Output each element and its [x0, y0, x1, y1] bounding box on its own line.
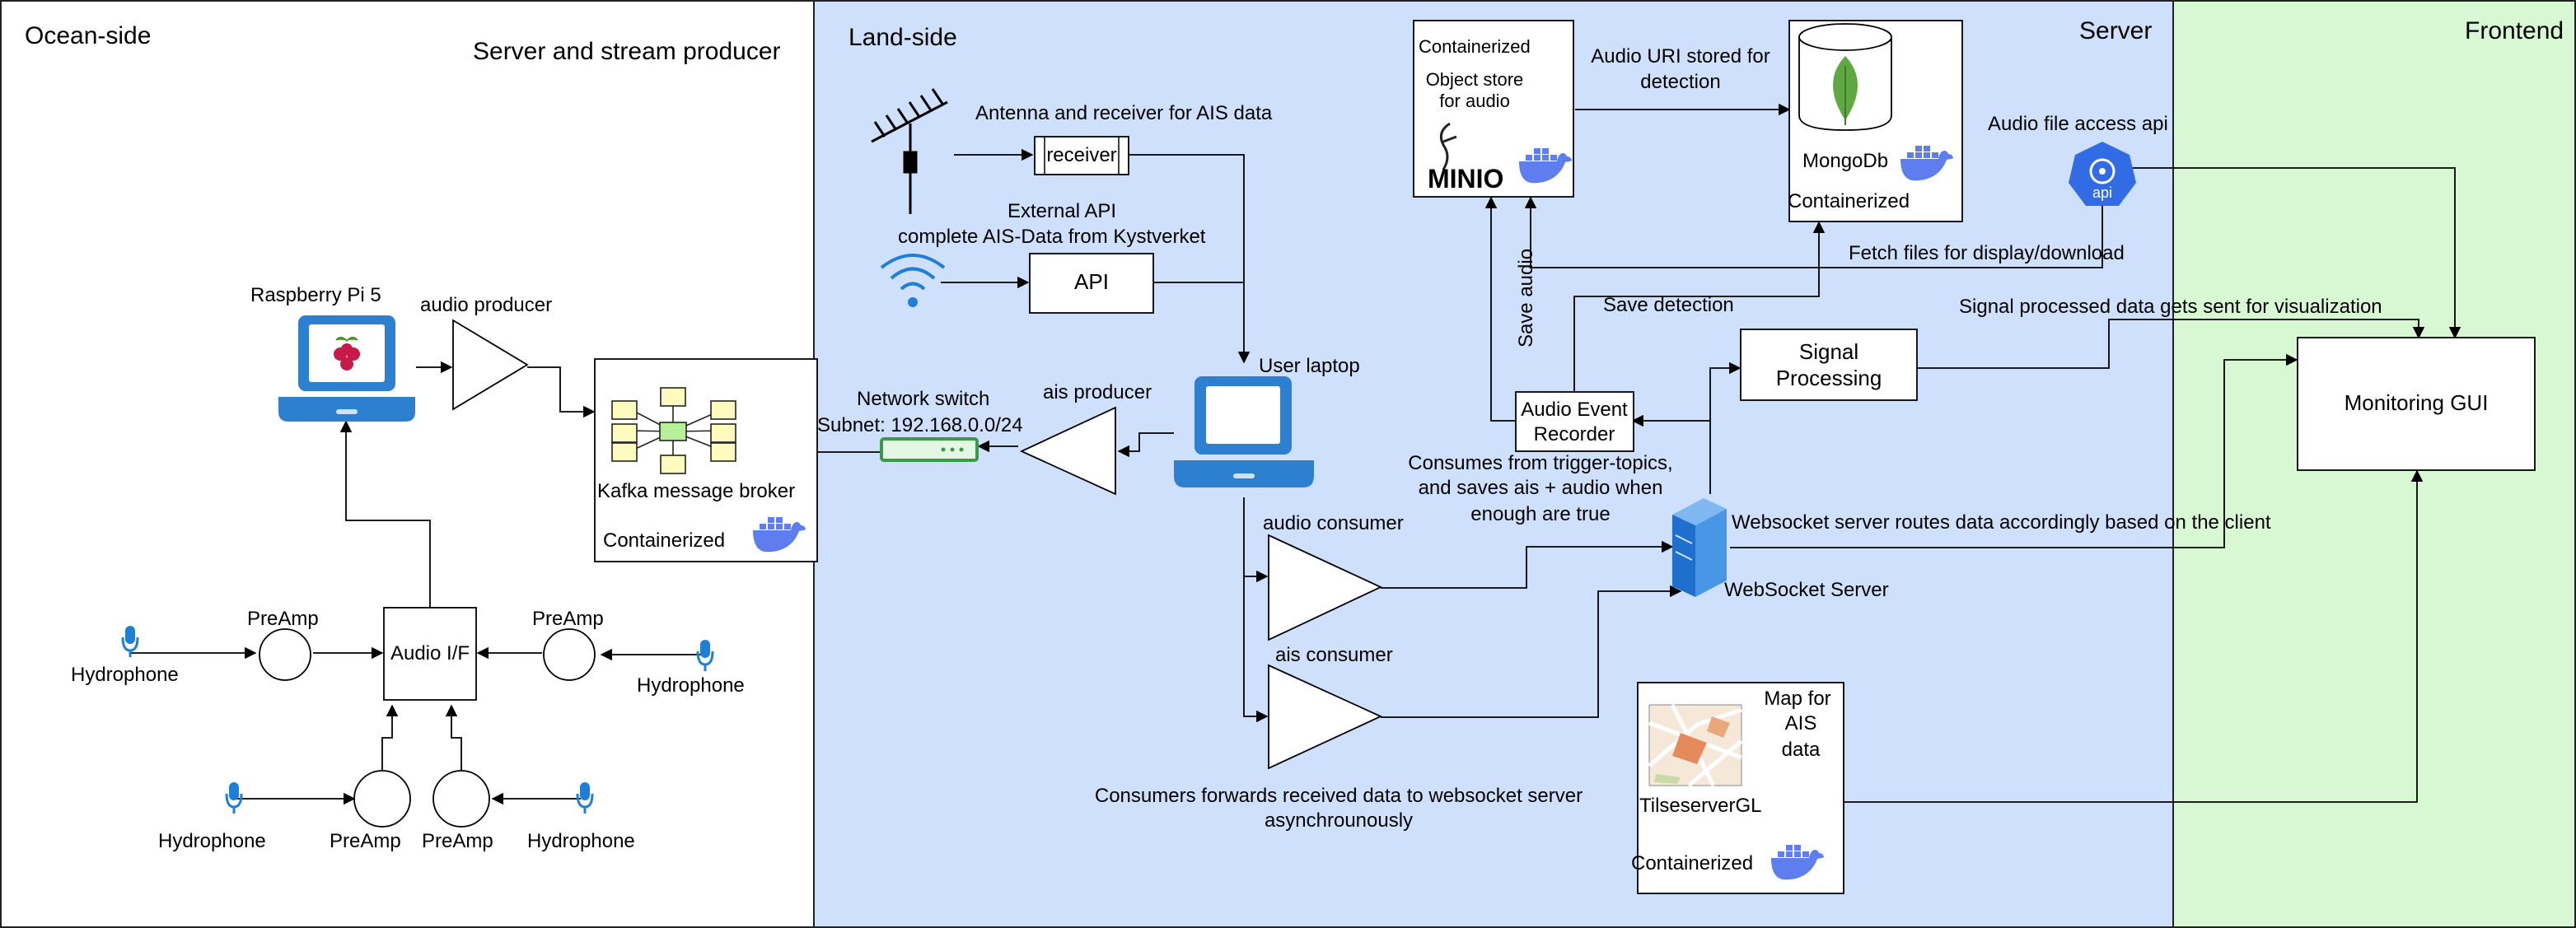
- kubernetes-api-icon: api: [2069, 142, 2136, 206]
- ais-consumer-label: ais consumer: [1275, 644, 1393, 666]
- audio-producer: audio producer: [420, 294, 552, 411]
- minio-object-store-label: Object store: [1426, 69, 1524, 90]
- minio-container: Containerized Object store for audio MIN…: [1413, 20, 1574, 198]
- signal-processed-note: Signal processed data gets sent for visu…: [1959, 296, 2382, 318]
- preamp-label: PreAmp: [532, 608, 604, 630]
- minio-object-store-label-2: for audio: [1439, 91, 1510, 111]
- server-icon: [1672, 498, 1727, 597]
- ais-producer-label: ais producer: [1043, 381, 1152, 403]
- audio-event-recorder-label: Audio Event: [1521, 399, 1628, 421]
- fetch-files-note: Fetch files for display/download: [1849, 242, 2125, 264]
- map-thumbnail-icon: [1648, 703, 1743, 787]
- connectors: [130, 103, 2461, 805]
- wifi-icon: [880, 254, 946, 307]
- preamp-left: PreAmp: [247, 608, 319, 681]
- audio-event-recorder: Audio Event Recorder: [1515, 391, 1634, 452]
- recorder-note: Consumes from trigger-topics,: [1408, 452, 1672, 474]
- network-switch: Network switch Subnet: 192.168.0.0/24: [817, 388, 1023, 462]
- monitoring-gui-label: Monitoring GUI: [2345, 390, 2489, 415]
- ais-producer: ais producer: [1019, 381, 1152, 496]
- consumers-note-line2: asynchrounously: [1265, 809, 1413, 832]
- mongodb-container: MongoDb Containerized: [1788, 20, 1963, 222]
- audio-consumer-label: audio consumer: [1263, 512, 1404, 534]
- antenna-label: Antenna and receiver for AIS data: [975, 102, 1273, 124]
- kafka-container: Kafka message broker Containerized: [594, 358, 818, 562]
- audio-consumer: audio consumer: [1263, 512, 1404, 641]
- preamp-right: PreAmp: [532, 608, 604, 681]
- ocean-side-subtitle: Server and stream producer: [473, 38, 781, 65]
- mongodb-containerized-label: Containerized: [1788, 190, 1910, 212]
- audio-uri-note: Audio URI stored for: [1591, 45, 1770, 68]
- signal-processing: Signal Processing: [1740, 329, 1918, 401]
- network-switch-label: Network switch: [857, 388, 989, 410]
- map-label: Map for: [1764, 688, 1830, 710]
- websocket-server: WebSocket Server: [1672, 498, 1889, 601]
- consumers-note: Consumers forwards received data to webs…: [1095, 785, 1583, 807]
- tileserver-label: TilseserverGL: [1639, 795, 1761, 817]
- recorder-note-line2: and saves ais + audio when: [1419, 477, 1663, 499]
- hydrophone-bottom-left: Hydrophone: [158, 781, 266, 852]
- receiver: receiver: [1034, 136, 1129, 175]
- hydrophone-left: Hydrophone: [71, 624, 179, 686]
- api-label: API: [1074, 269, 1109, 294]
- ais-consumer: ais consumer: [1268, 644, 1393, 770]
- hydrophone-label: Hydrophone: [158, 830, 266, 852]
- save-detection-note: Save detection: [1603, 294, 1734, 316]
- audio-if-label: Audio I/F: [390, 642, 470, 665]
- api-badge-text: api: [2092, 184, 2112, 201]
- minio-containerized-label: Containerized: [1419, 36, 1531, 57]
- external-api: External API complete AIS-Data from Kyst…: [880, 200, 1206, 314]
- preamp-label: PreAmp: [247, 608, 319, 630]
- audio-event-recorder-label-2: Recorder: [1534, 423, 1615, 445]
- audio-producer-label: audio producer: [420, 294, 552, 316]
- user-laptop: User laptop: [1174, 355, 1360, 487]
- hydrophone-bottom-right: Hydrophone: [527, 781, 635, 852]
- preamp-label: PreAmp: [422, 830, 493, 852]
- raspberry-pi-label: Raspberry Pi 5: [250, 284, 381, 306]
- antenna-icon: [871, 88, 948, 214]
- audio-file-access-api: Audio file access api api: [1988, 113, 2168, 206]
- audio-uri-note-line2: detection: [1640, 71, 1720, 93]
- land-side-title: Land-side: [849, 24, 957, 51]
- user-laptop-label: User laptop: [1259, 355, 1360, 377]
- preamp-bottom-right: PreAmp: [422, 770, 493, 852]
- websocket-server-label: WebSocket Server: [1724, 579, 1889, 601]
- audio-access-api-label: Audio file access api: [1988, 113, 2168, 135]
- external-api-label: External API: [1007, 200, 1116, 222]
- minio-bird-icon: [1439, 122, 1457, 170]
- receiver-label: receiver: [1046, 144, 1116, 166]
- frontend-title: Frontend: [2465, 17, 2564, 44]
- map-label-2: AIS: [1785, 712, 1817, 734]
- raspberry-pi-laptop: Raspberry Pi 5: [250, 284, 415, 422]
- ocean-side-title: Ocean-side: [25, 22, 151, 49]
- audio-interface: Audio I/F: [383, 607, 477, 701]
- mongodb-leaf-icon: [1833, 56, 1858, 125]
- map-containerized-label: Containerized: [1631, 852, 1753, 874]
- kafka-label: Kafka message broker: [597, 480, 795, 502]
- signal-processing-label: Signal: [1799, 339, 1858, 364]
- recorder-note-line3: enough are true: [1470, 503, 1610, 525]
- monitoring-gui: Monitoring GUI: [2297, 337, 2536, 471]
- map-label-3: data: [1782, 739, 1821, 761]
- preamp-label: PreAmp: [330, 830, 401, 852]
- signal-processing-label-2: Processing: [1776, 366, 1882, 390]
- hydrophone-label: Hydrophone: [637, 674, 745, 697]
- external-api-desc: complete AIS-Data from Kystverket: [898, 226, 1206, 248]
- hydrophone-label: Hydrophone: [71, 664, 179, 686]
- antenna: Antenna and receiver for AIS data: [871, 88, 1273, 214]
- kafka-broker-icon: [611, 387, 736, 474]
- map-container: Map for AIS data TilseserverGL Container…: [1631, 682, 1844, 894]
- minio-logo-text: MINIO: [1428, 164, 1503, 194]
- preamp-bottom-left: PreAmp: [330, 770, 411, 852]
- hydrophone-label: Hydrophone: [527, 830, 635, 852]
- mongodb-label: MongoDb: [1802, 150, 1888, 172]
- subnet-label: Subnet: 192.168.0.0/24: [817, 414, 1023, 436]
- save-audio-note: Save audio: [1515, 249, 1537, 347]
- websocket-route-note: Websocket server routes data accordingly…: [1732, 511, 2271, 534]
- kafka-containerized-label: Containerized: [603, 529, 725, 552]
- hydrophone-right: Hydrophone: [637, 638, 745, 697]
- raspberry-icon: [334, 337, 360, 371]
- server-title: Server: [2079, 17, 2152, 44]
